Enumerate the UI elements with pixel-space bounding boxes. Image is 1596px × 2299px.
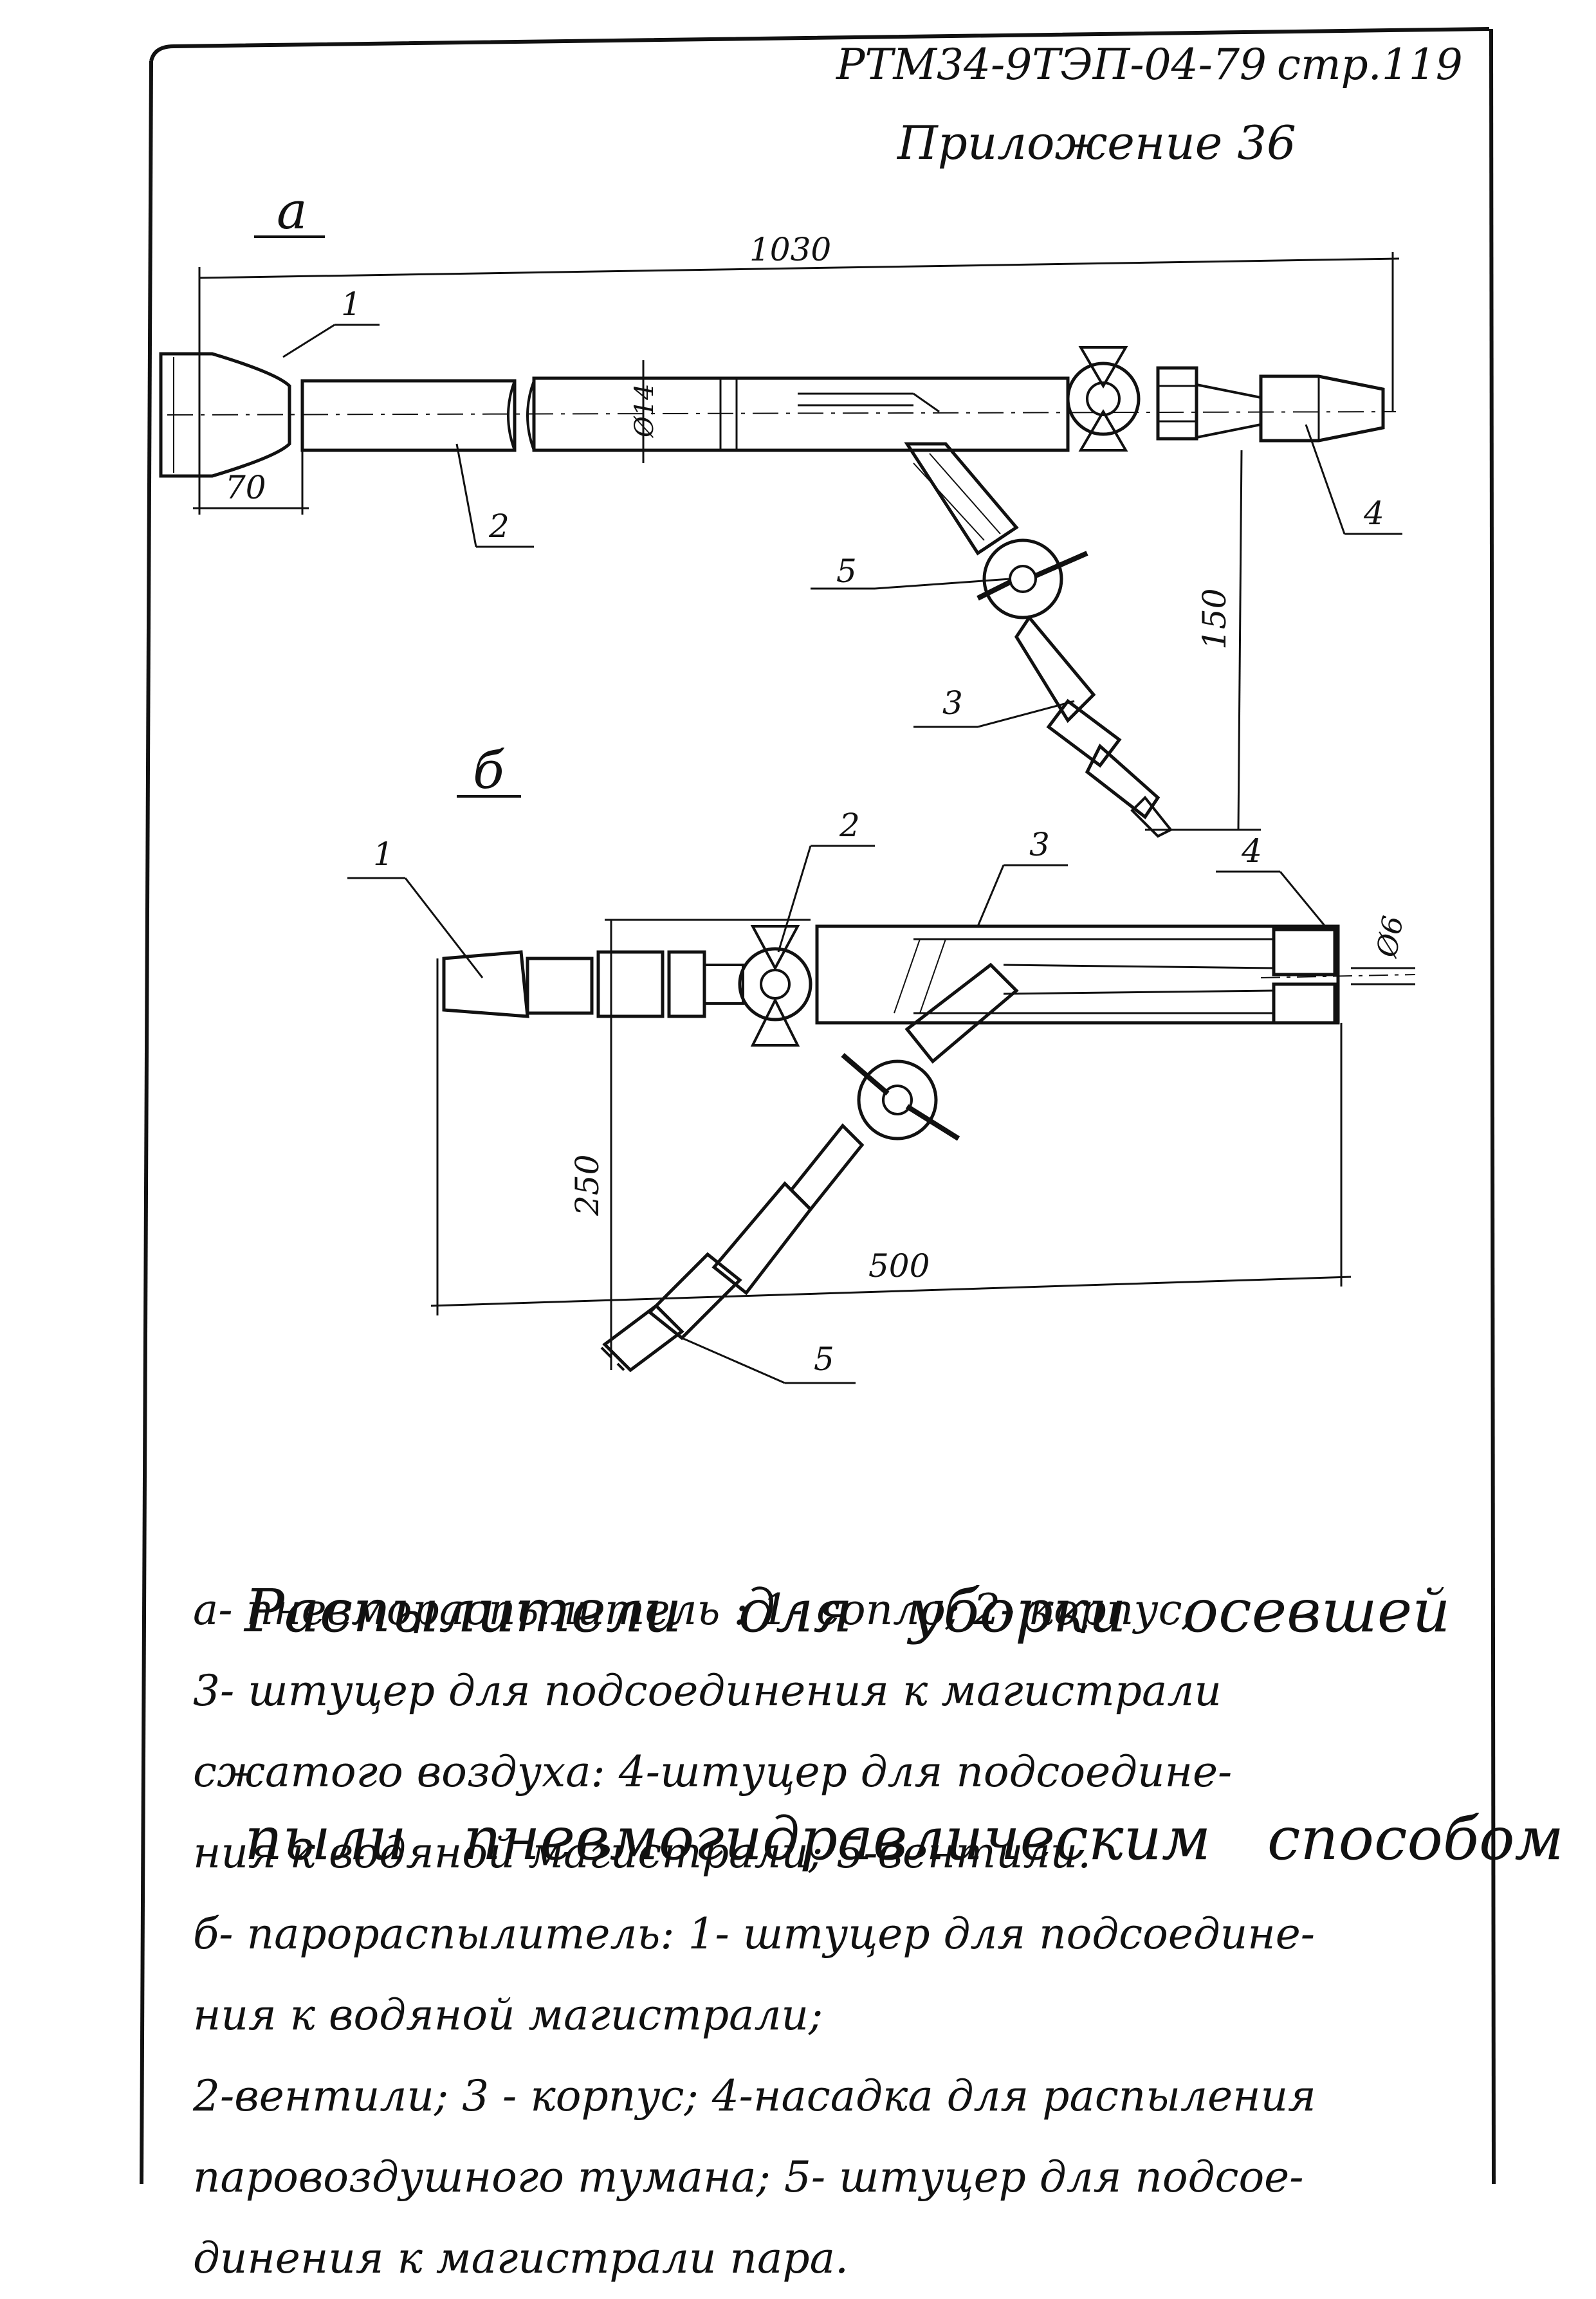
caption-line: 2-вентили; 3 - корпус; 4-насадка для рас… [193,2071,1316,2121]
valve-a-branch [982,538,1063,619]
figure-a-label: а [277,181,307,241]
caption-line: ния к водяной магистрали; [193,1990,823,2040]
figure-b-label: б [473,740,505,800]
callout-b-4: 4 [1241,832,1262,870]
appendix-label: Приложение 36 [897,116,1296,170]
valve-b-main [738,947,812,1021]
body-a-right [532,376,1070,452]
caption-line: сжатого воздуха: 4-штуцер для подсоедине… [193,1747,1233,1797]
fitting-a-air [1085,743,1160,820]
callout-a-4: 4 [1363,495,1384,532]
fitting-b-water [442,950,529,1018]
caption-line: 3- штуцер для подсоединения к магистрали [193,1666,1222,1716]
caption-title-line-1: Распылители для уборки осевшей [244,1577,1451,1645]
callout-b-2: 2 [839,807,860,844]
dimension-d14: Ø14 [630,383,659,438]
valve-b-branch [857,1059,938,1140]
fitting-a-water [1259,374,1385,443]
caption-title-line-2: пыли пневмогидравлическим способом [244,1804,1564,1873]
caption-line: а- пневмораспылитель : 1- сопло; 2- корп… [193,1585,1197,1635]
page-frame [140,27,1496,2185]
valve-a-main [1066,362,1141,436]
dimension-line-1030 [199,257,1400,279]
dimension-70: 70 [225,469,266,506]
nozzle-a [159,352,291,478]
callout-a-5: 5 [836,553,857,590]
body-a-left [300,379,517,452]
caption-body: а- пневмораспылитель : 1- сопло; 2- корп… [193,1570,1316,2299]
nozzle-b [1272,928,1337,976]
dimension-line-150 [1237,450,1243,830]
fitting-b-steam [602,1303,684,1373]
callout-a-2: 2 [488,508,509,545]
caption-line: б- парораспылитель: 1- штуцер для подсое… [193,1909,1316,1959]
dimension-250: 250 [569,1155,606,1216]
document-code: РТМ34-9ТЭП-04-79 [836,40,1267,89]
body-b [815,924,1340,1025]
dimension-1030: 1030 [749,231,831,268]
caption-line: ния к водяной магистрали; 5-вентили. [193,1828,1092,1878]
callout-a-3: 3 [942,684,963,722]
figure-a: а 1030 Ø14 [159,181,1402,838]
branch-b [904,962,1019,1064]
dimension-500: 500 [868,1247,930,1285]
page-number: стр.119 [1277,40,1463,89]
dimension-d6: Ø6 [1370,913,1410,960]
dimension-line-500 [430,1276,1352,1307]
callout-a-1: 1 [341,286,362,323]
caption-line: динения к магистрали пара. [193,2233,848,2283]
caption-title: Распылители для уборки осевшей пыли пнев… [244,1422,1564,1953]
caption-line: паровоздушного тумана; 5- штуцер для под… [193,2152,1304,2202]
dimension-150: 150 [1196,589,1233,650]
callout-b-1: 1 [373,836,394,873]
branch-a [904,442,1019,556]
figure-b: б Ø6 [347,740,1416,1384]
callout-b-5: 5 [814,1341,834,1378]
callout-b-3: 3 [1029,826,1050,863]
